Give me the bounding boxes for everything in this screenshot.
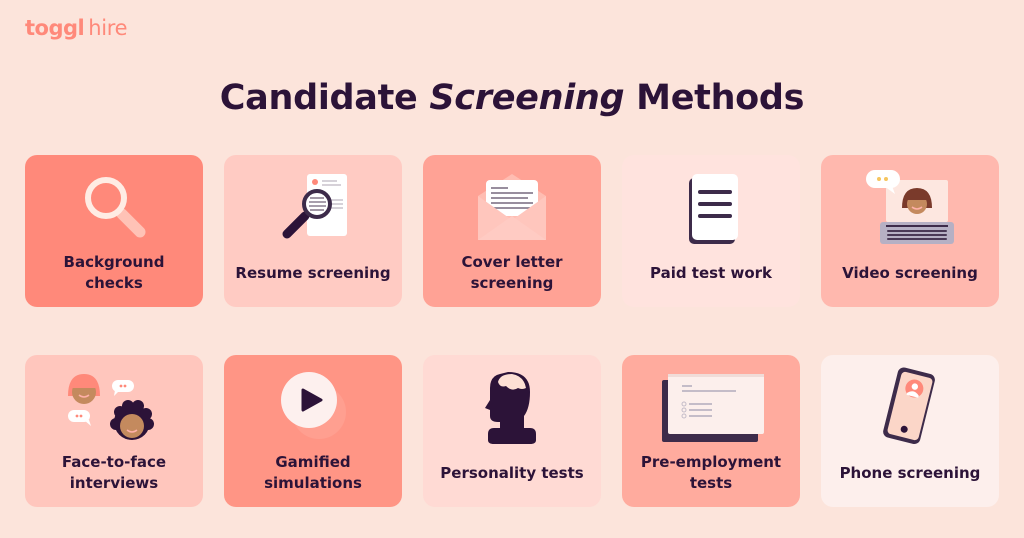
open-envelope-icon	[423, 163, 601, 249]
document-icon	[622, 163, 800, 249]
laptop-video-call-icon	[821, 163, 999, 249]
two-people-chat-icon	[25, 363, 203, 449]
head-brain-icon	[423, 363, 601, 449]
method-label: Phone screening	[839, 463, 981, 482]
method-card-face-to-face-interviews[interactable]: Face-to-face interviews	[25, 355, 203, 507]
method-card-phone-screening[interactable]: Phone screening	[821, 355, 999, 507]
magnifying-glass-icon	[25, 163, 203, 249]
method-label: Paid test work	[649, 263, 772, 282]
method-label: Personality tests	[440, 463, 584, 482]
title-emphasis: Screening	[429, 78, 625, 119]
title-part-2: Methods	[624, 78, 805, 119]
method-label: Background checks	[63, 253, 165, 292]
test-form-window-icon	[622, 363, 800, 449]
method-card-cover-letter-screening[interactable]: Cover letter screening	[423, 155, 601, 307]
method-card-resume-screening[interactable]: Resume screening	[224, 155, 402, 307]
resume-magnifier-icon	[224, 163, 402, 249]
method-card-paid-test-work[interactable]: Paid test work	[622, 155, 800, 307]
logo-sub: hire	[88, 16, 128, 40]
title-part-1: Candidate	[219, 78, 430, 119]
method-label: Face-to-face interviews	[61, 453, 167, 492]
methods-grid: Background checks Resume screening	[25, 155, 999, 507]
method-label: Video screening	[842, 263, 978, 282]
method-card-video-screening[interactable]: Video screening	[821, 155, 999, 307]
method-card-background-checks[interactable]: Background checks	[25, 155, 203, 307]
method-label: Cover letter screening	[461, 253, 563, 292]
method-card-personality-tests[interactable]: Personality tests	[423, 355, 601, 507]
method-label: Gamified simulations	[264, 453, 362, 492]
method-label: Pre-employment tests	[640, 453, 782, 492]
method-card-gamified-simulations[interactable]: Gamified simulations	[224, 355, 402, 507]
smartphone-contact-icon	[821, 363, 999, 449]
toggl-hire-logo[interactable]: toggl hire	[25, 16, 128, 40]
page-title: Candidate Screening Methods	[0, 78, 1024, 118]
method-card-pre-employment-tests[interactable]: Pre-employment tests	[622, 355, 800, 507]
method-label: Resume screening	[235, 263, 391, 282]
logo-mark: toggl	[25, 16, 85, 40]
play-button-icon	[224, 363, 402, 449]
